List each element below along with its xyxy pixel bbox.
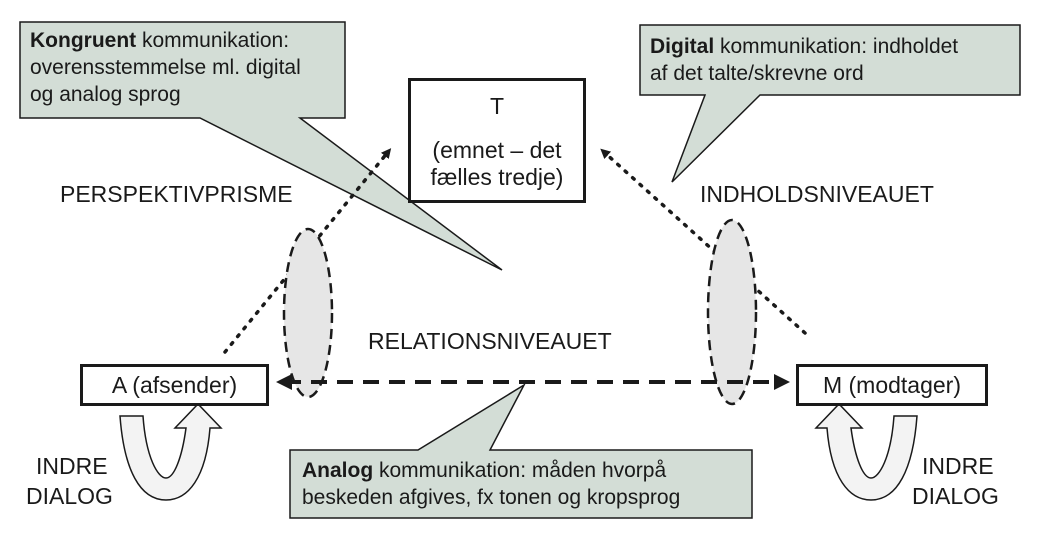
inner-dialog-left-line-1: INDRE [36,453,108,479]
perspective-label: PERSPEKTIVPRISME [60,181,293,207]
inner-dialog-arrow-right [814,402,918,501]
topic-box: T (emnet – det fælles tredje) [408,78,586,203]
relation-arrowhead-right [774,374,790,390]
prism-ellipse-right [706,218,758,406]
receiver-box: M (modtager) [796,364,988,406]
sender-box: A (afsender) [80,364,269,406]
callout-congruent-keyword: Kongruent [30,29,137,52]
callout-analog-bubble [289,382,753,519]
content-level-label: INDHOLDSNIVEAUET [700,181,934,207]
inner-dialog-right-line-1: INDRE [922,453,994,479]
relation-arrowhead-left [276,374,292,390]
callout-congruent-line-2: overensstemmelse ml. digital [30,56,301,79]
callout-analog-rest: kommunikation: måden hvorpå [373,459,667,482]
inner-dialog-right-line-2: DIALOG [912,483,999,509]
callout-analog-line-2: beskeden afgives, fx tonen og kropsprog [302,486,681,509]
topic-letter: T [489,93,505,119]
sender-label: A (afsender) [111,372,238,398]
callout-digital-bubble [639,24,1021,183]
callout-digital-rest: kommunikation: indholdet [714,35,959,58]
callout-analog: Analog kommunikation: måden hvorpå beske… [302,457,680,511]
callout-digital: Digital kommunikation: indholdet af det … [650,33,958,87]
inner-dialog-arrow-left [119,402,223,501]
callout-congruent: Kongruent kommunikation: overensstemmels… [30,27,301,108]
callout-congruent-line-3: og analog sprog [30,83,181,106]
topic-line-2: fælles tredje) [430,164,564,190]
callout-digital-line-2: af det talte/skrevne ord [650,62,864,85]
callout-congruent-rest: kommunikation: [136,29,290,52]
relation-level-label: RELATIONSNIVEAUET [368,328,612,354]
callout-digital-keyword: Digital [650,35,715,58]
callout-analog-keyword: Analog [302,459,374,482]
topic-line-1: (emnet – det [432,137,562,163]
prism-ellipse-left [282,227,334,399]
receiver-label: M (modtager) [822,372,962,398]
callout-congruent-bubble [19,21,503,271]
inner-dialog-left-line-2: DIALOG [26,483,113,509]
